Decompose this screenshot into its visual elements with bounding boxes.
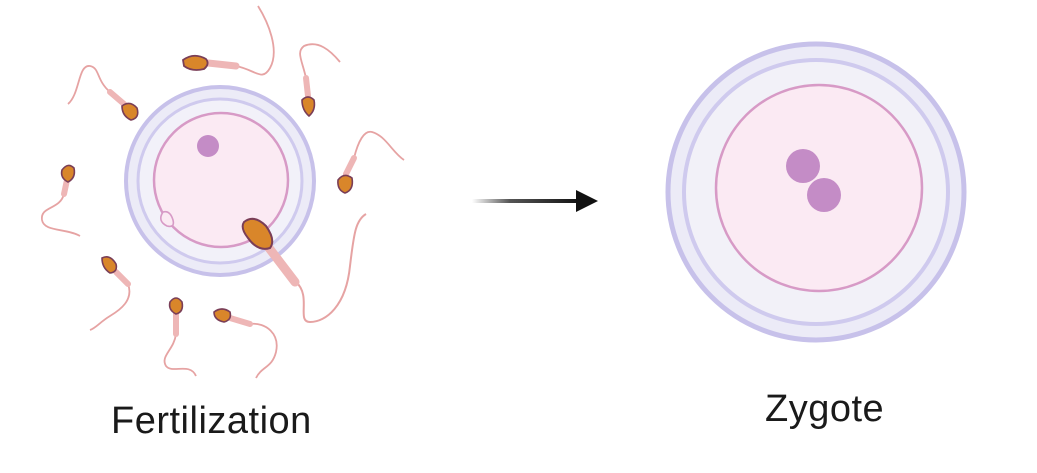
sperm-head	[241, 217, 274, 250]
sperm-head	[182, 54, 209, 71]
sperm-midpiece	[107, 89, 127, 107]
sperm-tail	[249, 322, 278, 379]
sperm-cell	[299, 43, 341, 118]
pronucleus	[786, 149, 820, 183]
egg-membrane	[152, 111, 290, 249]
sperm-midpiece	[227, 315, 253, 327]
sperm-head	[301, 96, 316, 118]
sperm-midpiece	[204, 59, 240, 70]
sperm-head	[168, 297, 184, 315]
sperm-midpiece	[343, 155, 357, 177]
sperm-tail	[353, 130, 405, 161]
sperm-tail	[41, 193, 81, 237]
sperm-head	[101, 256, 118, 274]
egg-nucleus	[197, 135, 219, 157]
sperm-cell	[337, 130, 405, 194]
arrow-head	[576, 190, 598, 212]
sperm-cell	[241, 213, 367, 324]
polar-body	[159, 210, 175, 228]
sperm-tail	[89, 283, 131, 331]
sperm-cell	[163, 297, 197, 377]
sperm-tail	[295, 213, 367, 324]
sperm-head	[121, 102, 139, 121]
pronucleus	[807, 178, 841, 212]
zygote-cell	[665, 41, 967, 343]
sperm-midpiece	[113, 269, 131, 287]
sperm-head	[213, 308, 232, 323]
sperm-midpiece	[61, 177, 70, 197]
sperm-cell	[213, 308, 278, 379]
sperm-tail	[299, 43, 341, 79]
sperm-tail	[235, 5, 275, 76]
arrow-shaft	[472, 199, 580, 203]
sperm-cell	[41, 164, 81, 237]
sperm-tail	[67, 65, 111, 105]
sperm-head	[60, 164, 76, 183]
egg-cell	[124, 85, 316, 277]
fertilization-label: Fertilization	[111, 400, 312, 442]
sperm-head	[337, 174, 354, 194]
sperm-cell	[67, 65, 139, 121]
sperm-cell	[89, 256, 131, 331]
sperm-midpiece	[303, 75, 311, 99]
arrow-right-icon	[472, 190, 598, 212]
sperm-tail	[163, 333, 197, 377]
sperm-cell	[182, 5, 275, 76]
sperm-midpiece	[261, 239, 300, 287]
zygote-label: Zygote	[765, 388, 885, 430]
